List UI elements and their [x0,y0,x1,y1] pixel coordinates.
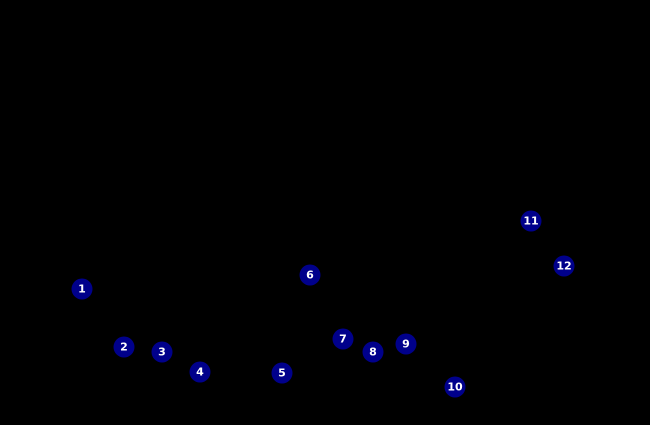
numbered-marker-8[interactable]: 8 [362,341,384,363]
numbered-marker-5[interactable]: 5 [271,362,293,384]
numbered-marker-9[interactable]: 9 [395,333,417,355]
numbered-marker-4[interactable]: 4 [189,361,211,383]
numbered-marker-3[interactable]: 3 [151,341,173,363]
numbered-marker-1[interactable]: 1 [71,278,93,300]
numbered-marker-10[interactable]: 10 [444,376,466,398]
numbered-marker-7[interactable]: 7 [332,328,354,350]
numbered-marker-11[interactable]: 11 [520,210,542,232]
numbered-marker-12[interactable]: 12 [553,255,575,277]
numbered-marker-6[interactable]: 6 [299,264,321,286]
numbered-marker-2[interactable]: 2 [113,336,135,358]
